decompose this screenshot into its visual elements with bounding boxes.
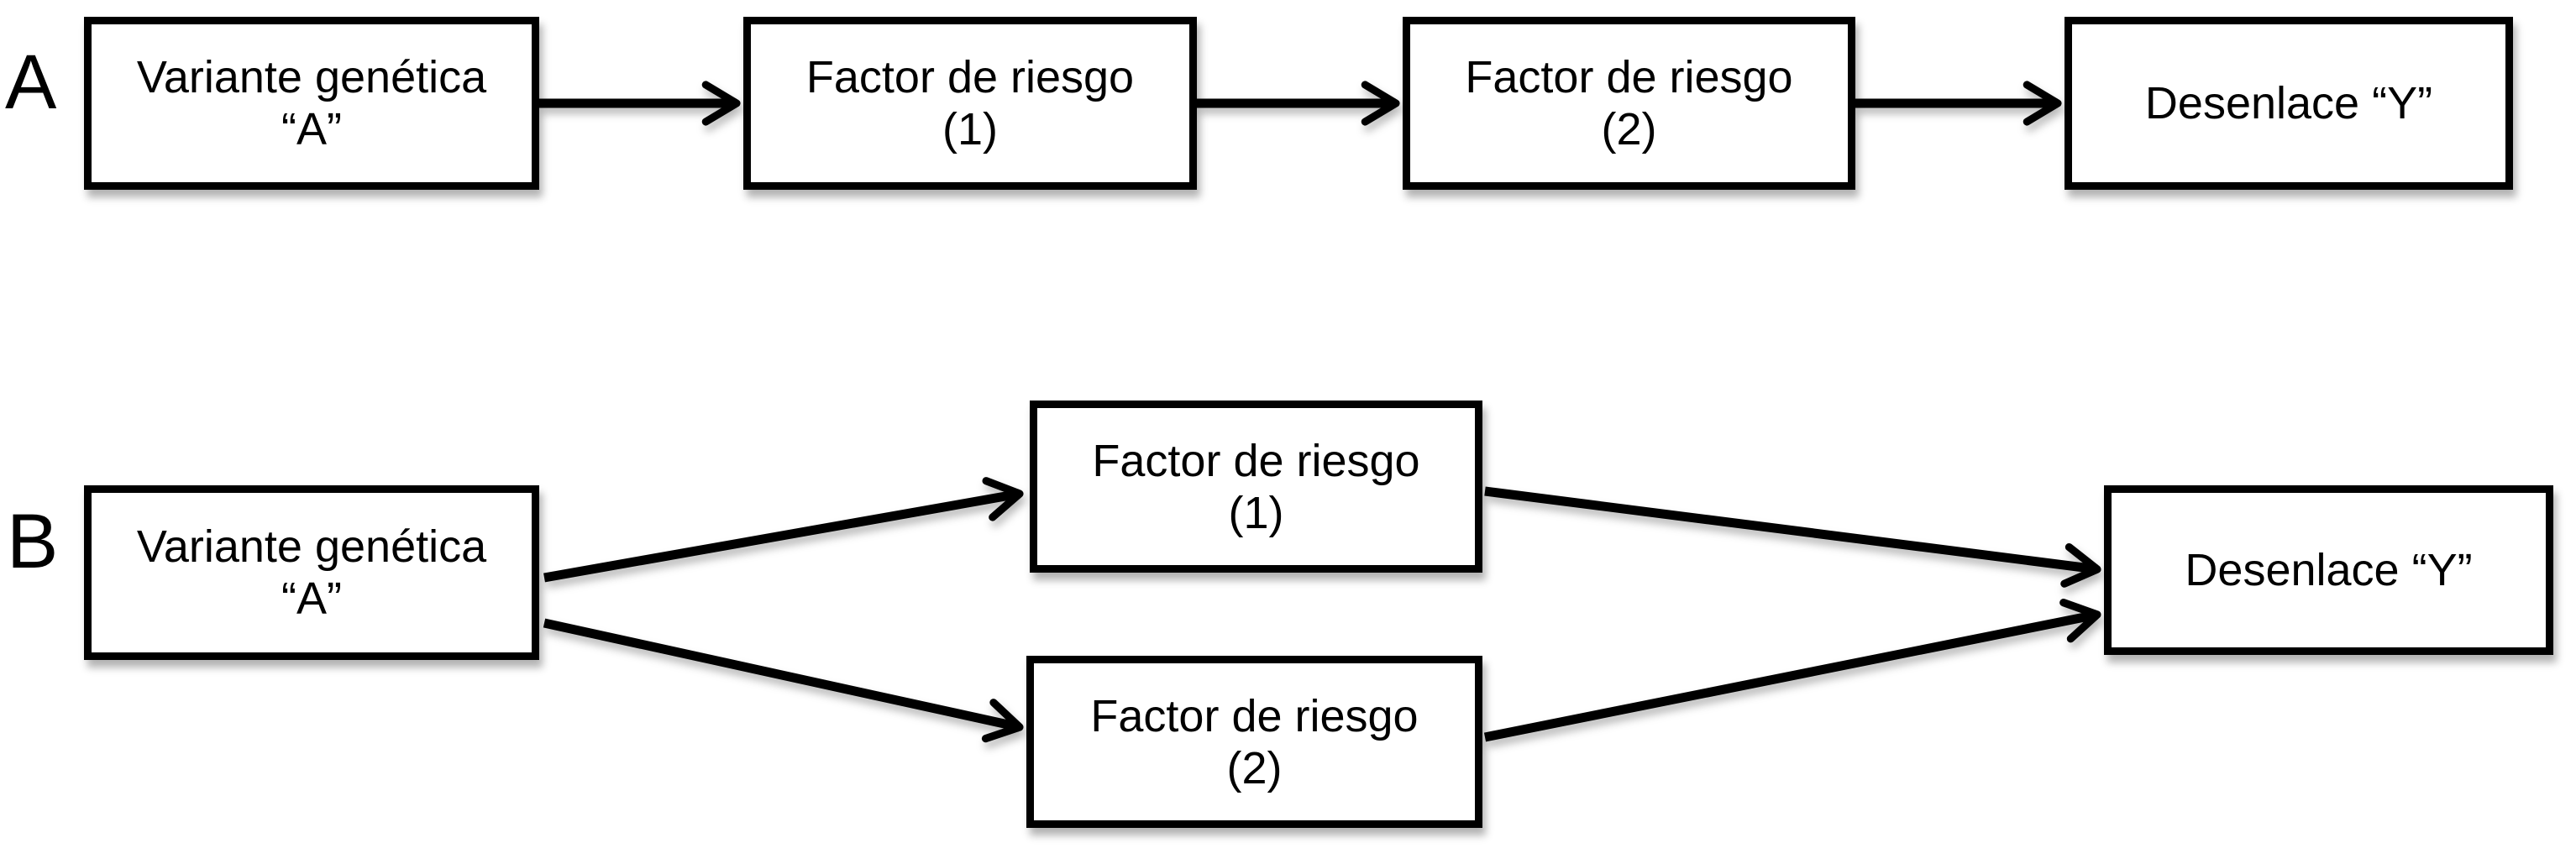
node-b-desenlace-y: Desenlace “Y” <box>2104 485 2553 655</box>
node-a-desenlace-y-label: Desenlace “Y” <box>2144 78 2433 128</box>
arrow-b-variante-to-factor1 <box>543 477 1024 583</box>
node-b-factor-riesgo-2-label: Factor de riesgo (2) <box>1090 690 1419 793</box>
node-a-factor-riesgo-1-label: Factor de riesgo (1) <box>805 52 1135 154</box>
arrow-b-factor2-to-desenlace <box>1483 599 2101 742</box>
node-b-factor-riesgo-1-label: Factor de riesgo (1) <box>1092 435 1420 538</box>
node-b-factor-riesgo-2: Factor de riesgo (2) <box>1026 656 1482 828</box>
node-b-desenlace-y-label: Desenlace “Y” <box>2185 545 2473 595</box>
node-a-variante-genetica: Variante genética “A” <box>84 17 539 190</box>
node-a-factor-riesgo-1: Factor de riesgo (1) <box>743 17 1197 190</box>
node-a-desenlace-y: Desenlace “Y” <box>2064 17 2513 190</box>
arrow-b-factor1-to-desenlace <box>1484 486 2101 588</box>
node-a-factor-riesgo-2: Factor de riesgo (2) <box>1403 17 1855 190</box>
arrow-b-variante-to-factor2 <box>543 618 1024 743</box>
panel-a-label: A <box>5 39 57 125</box>
node-b-variante-genetica: Variante genética “A” <box>84 485 539 660</box>
node-b-factor-riesgo-1: Factor de riesgo (1) <box>1030 401 1482 573</box>
node-a-variante-genetica-label: Variante genética “A” <box>136 52 487 154</box>
node-a-factor-riesgo-2-label: Factor de riesgo (2) <box>1465 52 1793 154</box>
panel-b-label: B <box>7 499 59 584</box>
node-b-variante-genetica-label: Variante genética “A” <box>136 521 487 624</box>
